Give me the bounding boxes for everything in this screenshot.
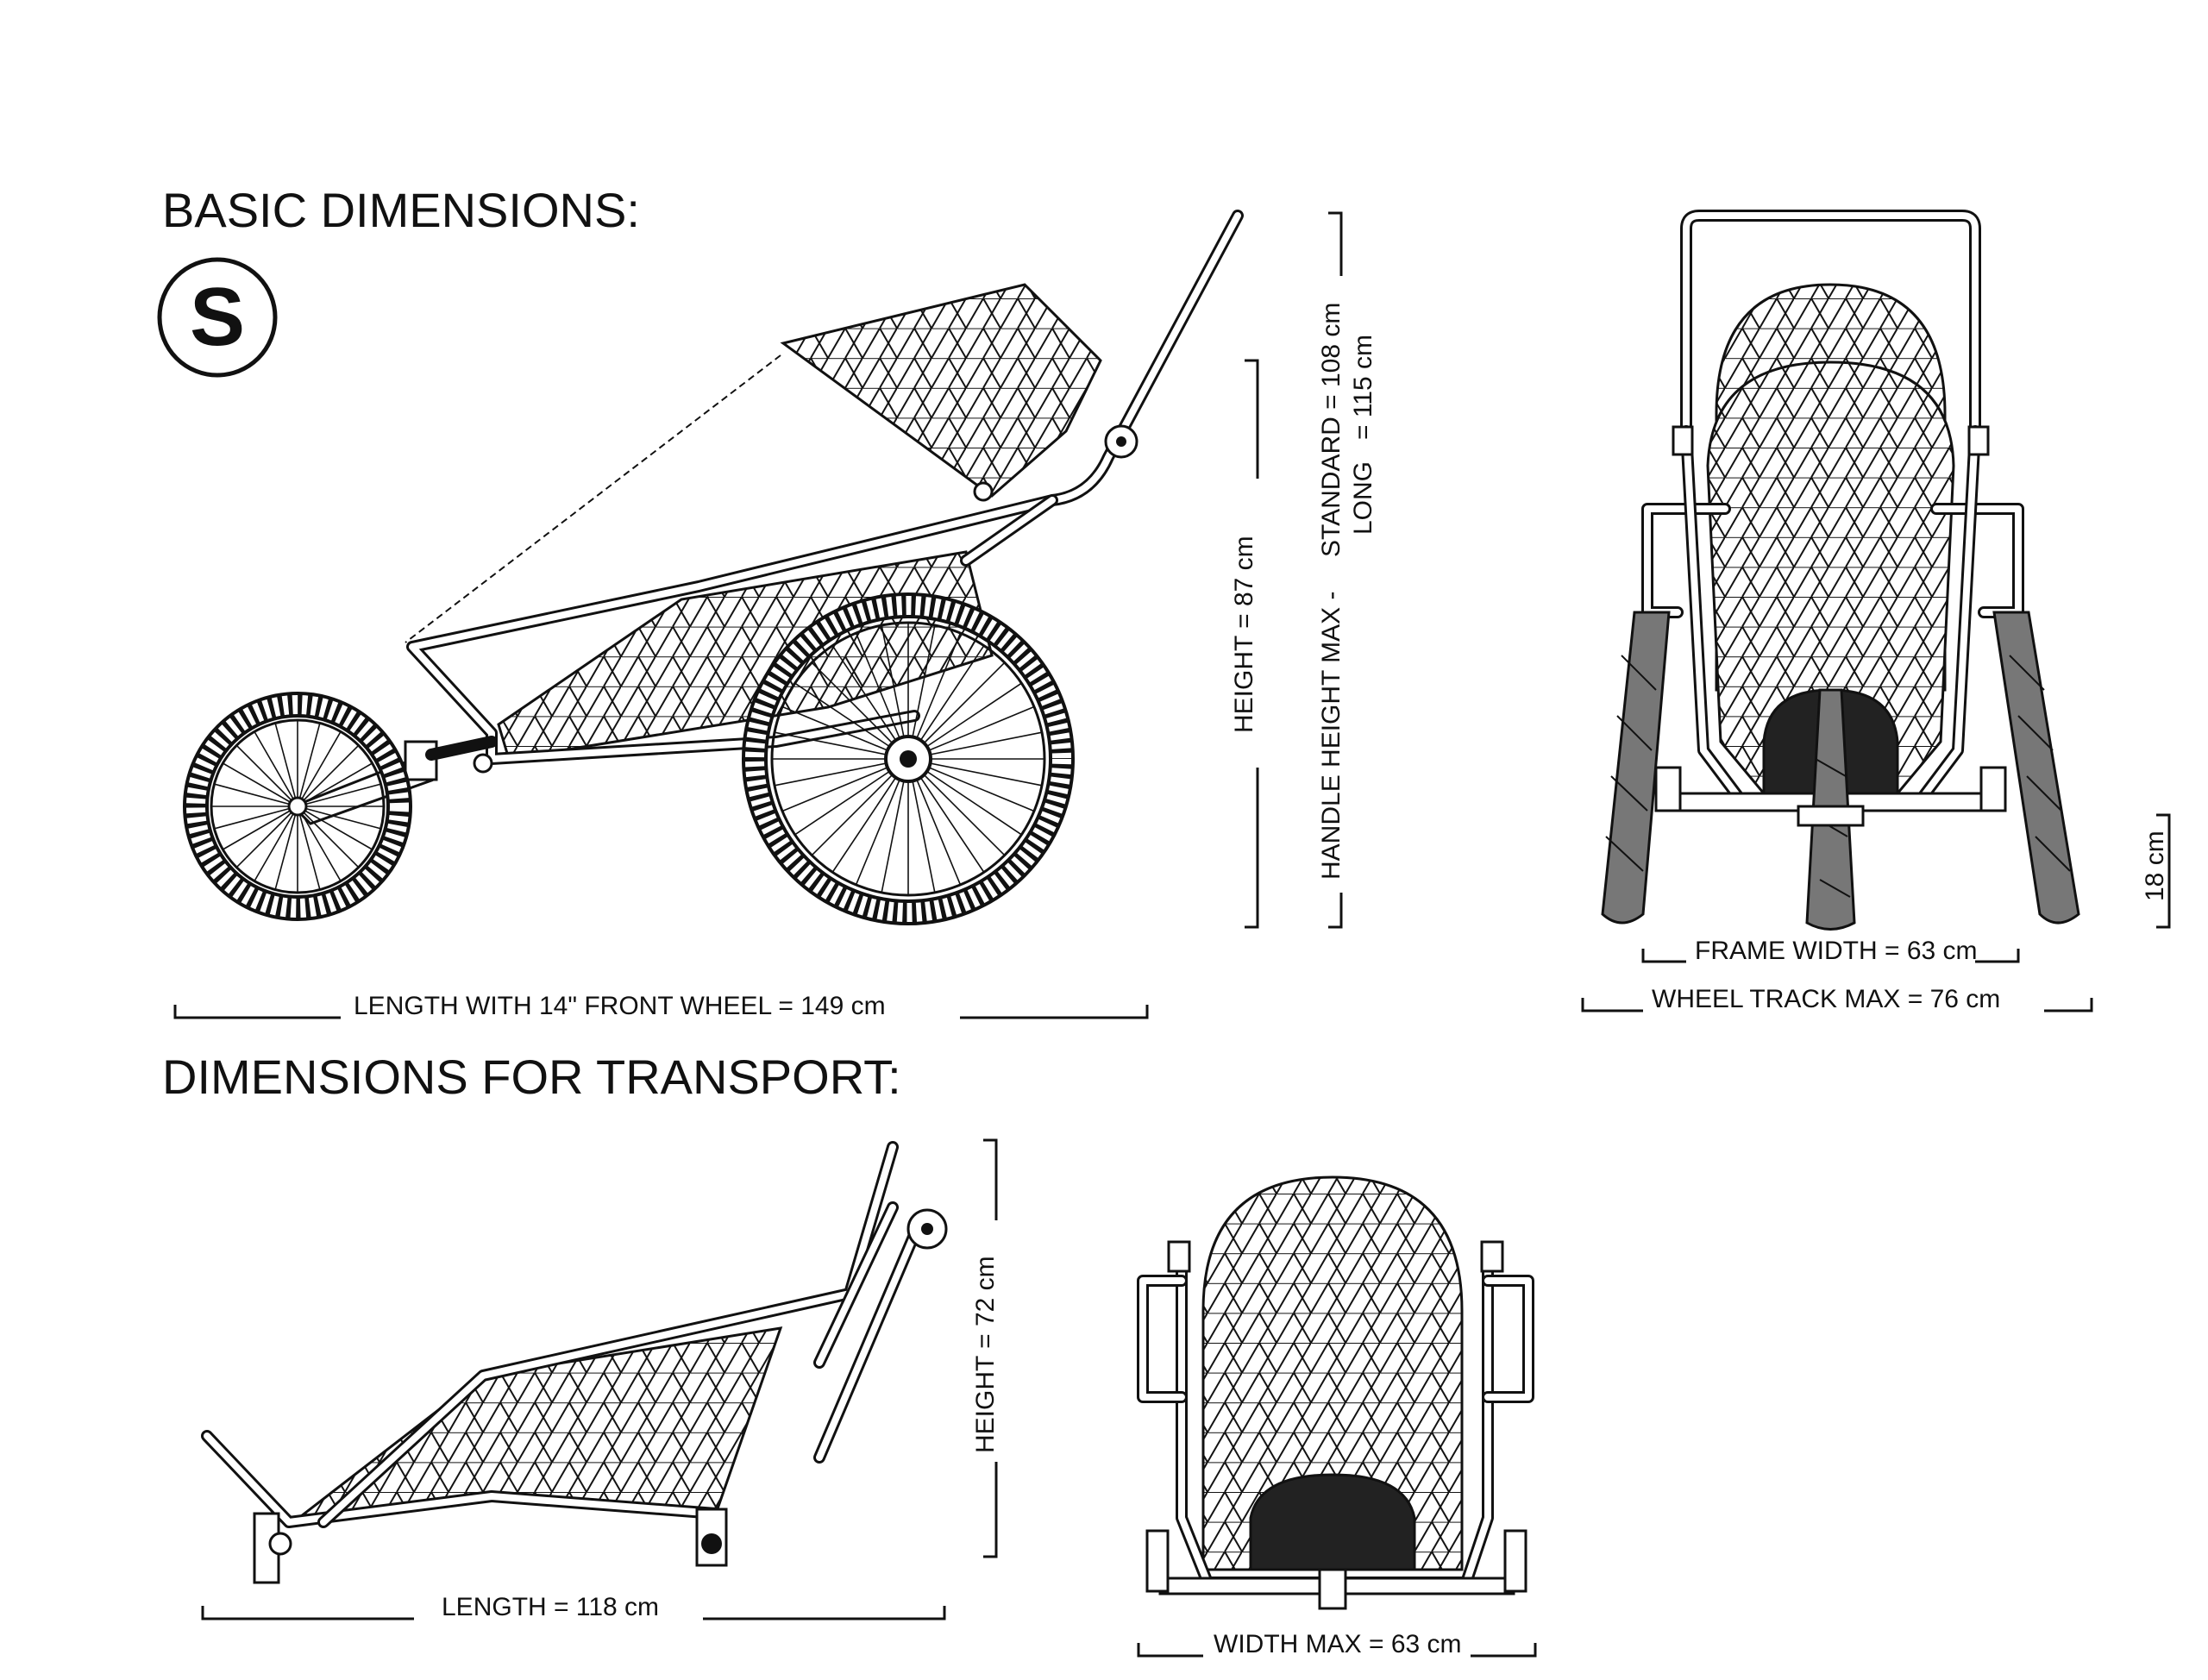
- wheel-spoke: [254, 806, 298, 882]
- basic-dimensions-title: BASIC DIMENSIONS:: [162, 183, 640, 237]
- wheel-spoke: [297, 806, 321, 890]
- canopy: [780, 283, 1102, 498]
- handle-long-value: = 115 cm: [1349, 335, 1377, 440]
- right-rear-tyre: [1992, 611, 2080, 925]
- transport-width-label: WIDTH MAX = 63 cm: [1214, 1630, 1462, 1658]
- size-badge: S: [157, 257, 278, 378]
- transport-side-view: [201, 1141, 948, 1584]
- wheel-spoke: [297, 744, 360, 807]
- wheel-spoke: [274, 806, 298, 890]
- wheel-spoke: [214, 806, 298, 830]
- canopy-dashed-line: [405, 354, 781, 643]
- basic-length-label: LENGTH WITH 14" FRONT WHEEL = 149 cm: [354, 992, 886, 1020]
- wheel-spoke: [297, 783, 381, 807]
- wheel-spoke: [214, 783, 298, 807]
- frame-width-label: FRAME WIDTH = 63 cm: [1695, 937, 1978, 965]
- clearance-dimension: 18 cm: [2141, 813, 2171, 929]
- transport-length-dimension: LENGTH = 118 cm: [201, 1593, 946, 1621]
- transport-front-canopy: [1201, 1175, 1464, 1571]
- wheel-spoke: [297, 730, 342, 807]
- wheel-spoke: [297, 762, 373, 807]
- wheel-spoke: [235, 806, 298, 868]
- basic-length-dimension: LENGTH WITH 14" FRONT WHEEL = 149 cm: [173, 992, 1149, 1020]
- frame-width-dimension: FRAME WIDTH = 63 cm: [1641, 937, 2020, 965]
- handle-height-label: HANDLE HEIGHT MAX -: [1317, 592, 1346, 881]
- wheel-spoke: [222, 762, 298, 807]
- wheel-spoke: [297, 806, 373, 850]
- wheel-spoke: [254, 730, 298, 807]
- transport-title: DIMENSIONS FOR TRANSPORT:: [162, 1050, 901, 1104]
- wheel-spoke: [235, 744, 298, 807]
- rear-wheel: [742, 592, 1075, 925]
- wheel-spoke: [222, 806, 298, 850]
- left-rear-tyre: [1601, 611, 1671, 925]
- transport-width-dimension: WIDTH MAX = 63 cm: [1137, 1630, 1537, 1658]
- handle-height-dimension: HANDLE HEIGHT MAX - STANDARD = 108 cm LO…: [1317, 211, 1377, 929]
- basic-height-label: HEIGHT = 87 cm: [1230, 536, 1258, 733]
- wheel-spoke: [297, 806, 360, 868]
- handle-standard-label: STANDARD = 108 cm: [1317, 303, 1346, 557]
- transport-height-dimension: HEIGHT = 72 cm: [971, 1138, 1000, 1558]
- wheel-spoke: [274, 723, 298, 807]
- wheel-track-label: WHEEL TRACK MAX = 76 cm: [1652, 985, 2000, 1013]
- size-badge-letter: S: [190, 271, 245, 363]
- front-wheel: [183, 692, 412, 921]
- front-seat-fabric: [1706, 360, 1955, 795]
- wheel-spoke: [297, 806, 342, 882]
- wheel-track-dimension: WHEEL TRACK MAX = 76 cm: [1581, 985, 2093, 1013]
- stroller-side-view: [183, 210, 1244, 925]
- size-badge-circle: [157, 257, 278, 378]
- transport-length-label: LENGTH = 118 cm: [442, 1593, 659, 1621]
- wheel-spoke: [297, 806, 381, 830]
- transport-footwell: [1249, 1473, 1416, 1571]
- stroller-front-view: [1601, 210, 2080, 931]
- handle-long-label: LONG: [1349, 461, 1377, 535]
- wheel-spoke: [297, 723, 321, 807]
- transport-front-view: [1137, 1175, 1534, 1610]
- clearance-label: 18 cm: [2141, 831, 2169, 901]
- basic-height-dimension: HEIGHT = 87 cm: [1230, 359, 1259, 929]
- transport-height-label: HEIGHT = 72 cm: [971, 1256, 1000, 1453]
- transport-seat-fabric: [288, 1326, 783, 1525]
